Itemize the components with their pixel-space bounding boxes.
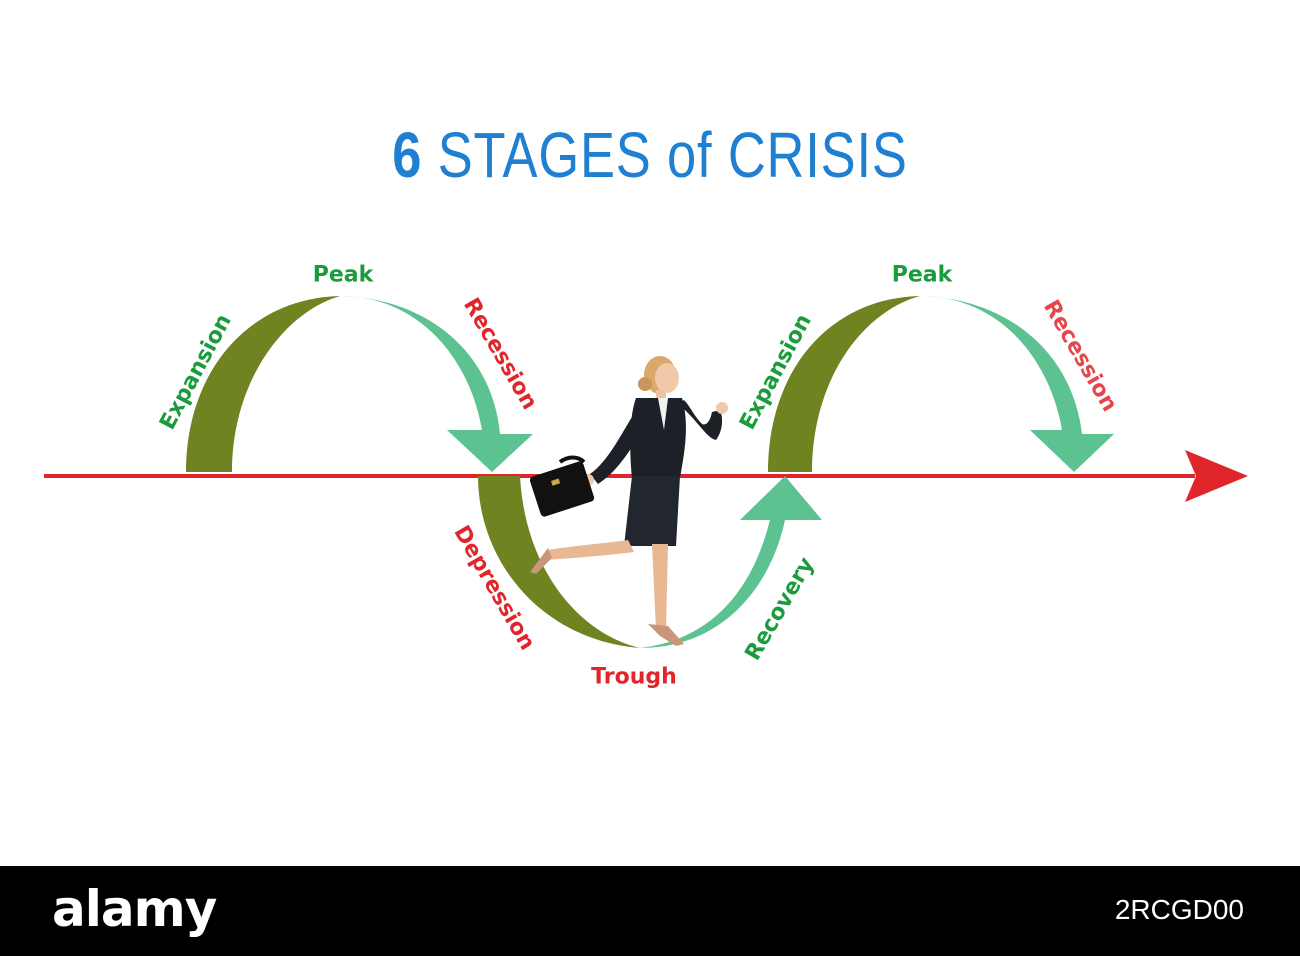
image-id: 2RCGD00 bbox=[1114, 894, 1244, 925]
label-trough: Trough bbox=[591, 664, 677, 690]
brand-logo: alamy bbox=[52, 880, 217, 938]
page-title: 6 STAGES of CRISIS bbox=[117, 118, 1183, 192]
recovery-arrow bbox=[640, 476, 822, 648]
time-axis-arrowhead bbox=[1185, 450, 1248, 502]
recession-arrow-1 bbox=[340, 296, 533, 472]
depression-band bbox=[478, 476, 640, 648]
title-number: 6 bbox=[392, 119, 423, 191]
label-peak-2: Peak bbox=[891, 262, 953, 288]
expansion-band-1 bbox=[186, 296, 340, 472]
crisis-cycle-diagram: 6 STAGES of CRISIS bbox=[44, 118, 1248, 690]
title-text: STAGES of CRISIS bbox=[437, 119, 908, 191]
expansion-band-2 bbox=[768, 296, 920, 472]
watermark-footer: alamy 2RCGD00 bbox=[0, 866, 1300, 956]
cycle-graphic bbox=[44, 296, 1248, 648]
label-peak-1: Peak bbox=[312, 262, 374, 288]
recession-arrow-2 bbox=[920, 296, 1114, 472]
businesswoman-running-illustration bbox=[529, 356, 728, 646]
